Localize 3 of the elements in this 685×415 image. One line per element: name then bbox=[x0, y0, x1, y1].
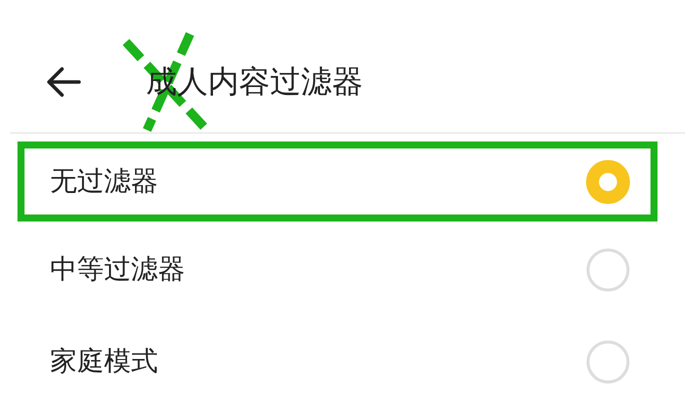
option-label: 中等过滤器 bbox=[50, 253, 185, 287]
option-label: 无过滤器 bbox=[50, 165, 158, 199]
option-label: 家庭模式 bbox=[50, 345, 158, 379]
